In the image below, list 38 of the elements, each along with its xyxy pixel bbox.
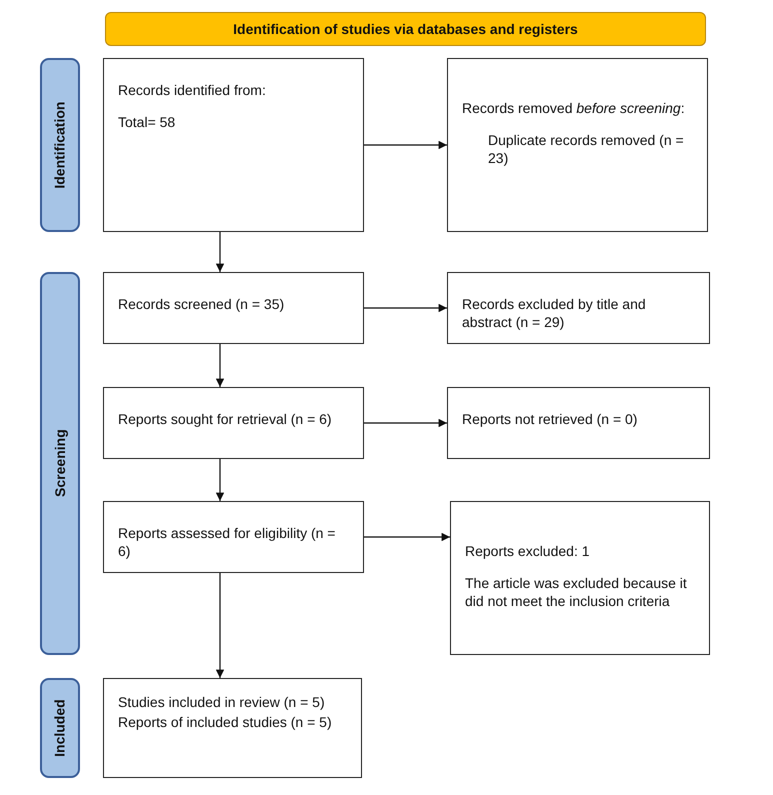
process-box	[103, 678, 362, 778]
box-text: Reports not retrieved (n = 0)	[462, 410, 638, 428]
process-box	[447, 387, 710, 459]
box-text: Records identified from:	[118, 81, 267, 100]
arrow	[216, 459, 224, 501]
process-box	[103, 272, 364, 344]
phase-band	[40, 58, 80, 232]
box-text: Total= 58	[118, 113, 176, 132]
box-text: Identification of studies via databases and registers	[233, 20, 578, 38]
phase-label: Identification	[50, 101, 69, 189]
phase-band	[40, 272, 80, 655]
box-text: Reports of included studies (n = 5)	[118, 713, 333, 732]
box-text: Reports assessed for eligibility (n = 6)	[118, 524, 336, 560]
phase-label: Screening	[50, 430, 69, 498]
box-text: The article was excluded because it did not meet the inclusion criteria	[465, 574, 688, 611]
process-box	[447, 58, 708, 232]
process-box	[450, 501, 710, 655]
box-text: Records excluded by title and abstract (n = 29)	[462, 295, 647, 332]
box-text: Reports sought for retrieval (n = 6)	[118, 410, 333, 428]
arrow	[364, 140, 447, 150]
phase-label: Included	[50, 699, 69, 757]
arrow	[216, 573, 224, 678]
box-text: Studies included in review (n = 5)	[118, 693, 326, 712]
arrow	[216, 232, 224, 272]
box-text: Records removed before screening:	[462, 99, 686, 118]
process-box	[103, 58, 364, 232]
process-box	[103, 387, 364, 459]
arrow	[216, 344, 224, 387]
box-text: Records screened (n = 35)	[118, 295, 286, 314]
arrow	[364, 304, 447, 312]
section-header	[105, 12, 706, 46]
arrow	[364, 532, 450, 542]
box-text: Reports excluded: 1	[465, 542, 591, 560]
box-text: Duplicate records removed (n = 23)	[487, 131, 685, 168]
arrow	[364, 418, 447, 428]
process-box	[103, 501, 364, 573]
phase-band	[40, 678, 80, 778]
process-box	[447, 272, 710, 344]
